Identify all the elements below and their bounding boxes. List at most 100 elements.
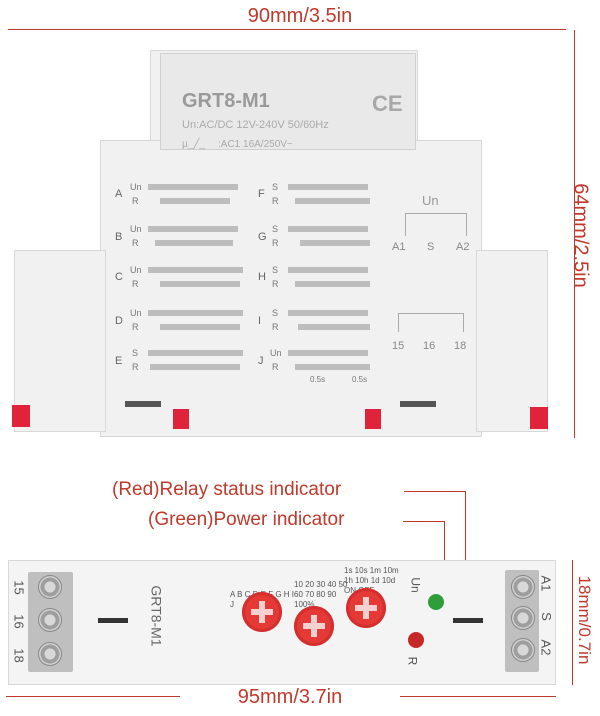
f-s-tag: S xyxy=(272,182,279,192)
supply-label: Un:AC/DC 12V-240V 50/60Hz xyxy=(182,119,329,131)
device-side: 15 16 18 A1 S A2 GRT8-M1 A B C D E F G H… xyxy=(8,560,556,685)
depth-dimension-line xyxy=(572,560,573,685)
c-r-tag: R xyxy=(132,279,139,289)
relay-led-red xyxy=(408,632,424,648)
contact-15-label: 15 xyxy=(392,340,405,352)
i-s-tag: S xyxy=(272,308,279,318)
func-f-letter: F xyxy=(258,188,265,200)
g-s-tag: S xyxy=(272,224,279,234)
relay-contact-lines xyxy=(398,313,464,332)
d-r-tag: R xyxy=(132,322,139,332)
d-un-tag: Un xyxy=(130,308,142,318)
wave-i-s xyxy=(288,310,368,316)
screw-s xyxy=(511,606,535,630)
b-r-tag: R xyxy=(132,238,139,248)
func-e-letter: E xyxy=(115,355,123,367)
wave-f-r xyxy=(295,198,370,204)
device-left-flange xyxy=(14,250,106,432)
screw-a2 xyxy=(511,638,535,662)
wave-i-r xyxy=(298,324,370,330)
wave-e-s xyxy=(148,350,243,356)
wave-g-s xyxy=(288,226,368,232)
wave-h-r xyxy=(295,281,370,287)
j-r-tag: R xyxy=(272,362,279,372)
h-r-tag: R xyxy=(272,279,279,289)
wave-d-un xyxy=(148,310,243,316)
right-dimension-line xyxy=(574,30,575,438)
func-b-letter: B xyxy=(115,231,123,243)
i-r-tag: R xyxy=(272,322,279,332)
wave-g-r xyxy=(300,240,370,246)
wave-h-s xyxy=(288,267,368,273)
right-term-a2: A2 xyxy=(538,639,554,656)
right-height-label: 64mm/2.5in xyxy=(569,183,592,288)
time-range-knob[interactable] xyxy=(346,588,386,628)
j-time-2: 0.5s xyxy=(352,375,368,384)
wave-c-un xyxy=(148,267,243,273)
func-g-letter: G xyxy=(258,231,267,243)
screw-a1 xyxy=(511,575,535,599)
j-time-1: 0.5s xyxy=(310,375,326,384)
side-slot-left xyxy=(98,618,128,623)
contact-rating: :AC1 16A/250V~ xyxy=(218,139,293,150)
b-un-tag: Un xyxy=(130,224,142,234)
a-un-tag: Un xyxy=(130,182,142,192)
wave-e-r xyxy=(150,364,240,370)
red-annotation-line-v xyxy=(465,491,466,621)
left-term-15: 15 xyxy=(11,580,27,595)
wave-b-un xyxy=(148,226,238,232)
left-term-18: 18 xyxy=(11,648,27,663)
a-r-tag: R xyxy=(132,196,139,206)
e-s-tag: S xyxy=(132,348,139,358)
wiring-top-lines xyxy=(405,213,467,236)
din-slot-left xyxy=(125,401,161,407)
model-label: GRT8-M1 xyxy=(182,90,270,112)
percent-adjust-knob[interactable] xyxy=(294,606,334,646)
wave-a-r xyxy=(160,198,230,204)
din-slot-right xyxy=(400,401,436,407)
ce-mark: CE xyxy=(372,91,403,116)
led-un-label: Un xyxy=(408,577,423,593)
device-right-flange xyxy=(476,250,548,432)
right-term-a1: A1 xyxy=(538,575,554,592)
wiring-s-label: S xyxy=(427,241,435,253)
func-a-letter: A xyxy=(115,188,123,200)
bottom-width-label: 95mm/3.7in xyxy=(180,686,400,709)
device-front: GRT8-M1 CE Un:AC/DC 12V-240V 50/60Hz µ_╱… xyxy=(10,45,550,440)
side-slot-right xyxy=(453,618,483,623)
function-selector-knob[interactable] xyxy=(242,592,282,632)
top-dimension-line xyxy=(8,29,566,30)
h-s-tag: S xyxy=(272,265,279,275)
label-plate xyxy=(160,53,416,150)
left-term-16: 16 xyxy=(11,614,27,629)
din-clip-mid-right xyxy=(365,409,381,429)
contact-18-label: 18 xyxy=(454,340,467,352)
screw-18 xyxy=(38,642,62,666)
top-width-label: 90mm/3.5in xyxy=(247,5,353,27)
right-term-s: S xyxy=(538,612,554,621)
e-r-tag: R xyxy=(132,362,139,372)
contact-16-label: 16 xyxy=(423,340,436,352)
func-d-letter: D xyxy=(115,315,123,327)
screw-15 xyxy=(38,575,62,599)
func-i-letter: I xyxy=(258,315,262,327)
wiring-a1-label: A1 xyxy=(392,241,406,253)
green-indicator-annotation: (Green)Power indicator xyxy=(148,509,345,530)
wiring-un-label: Un xyxy=(422,193,439,208)
f-r-tag: R xyxy=(272,196,279,206)
din-clip-left xyxy=(12,405,30,427)
wave-a-un xyxy=(148,184,238,190)
func-h-letter: H xyxy=(258,271,266,283)
wave-j-r xyxy=(295,364,370,370)
func-c-letter: C xyxy=(115,271,123,283)
depth-label: 18mm/0.7in xyxy=(575,575,594,665)
wave-j-un xyxy=(288,350,368,356)
func-j-letter: J xyxy=(258,355,264,367)
din-clip-mid-left xyxy=(173,409,189,429)
wave-c-r xyxy=(160,281,240,287)
wiring-a2-label: A2 xyxy=(456,241,470,253)
g-r-tag: R xyxy=(272,238,279,248)
green-annotation-line-h xyxy=(403,521,445,522)
red-indicator-annotation: (Red)Relay status indicator xyxy=(112,479,342,500)
wave-d-r xyxy=(160,324,240,330)
